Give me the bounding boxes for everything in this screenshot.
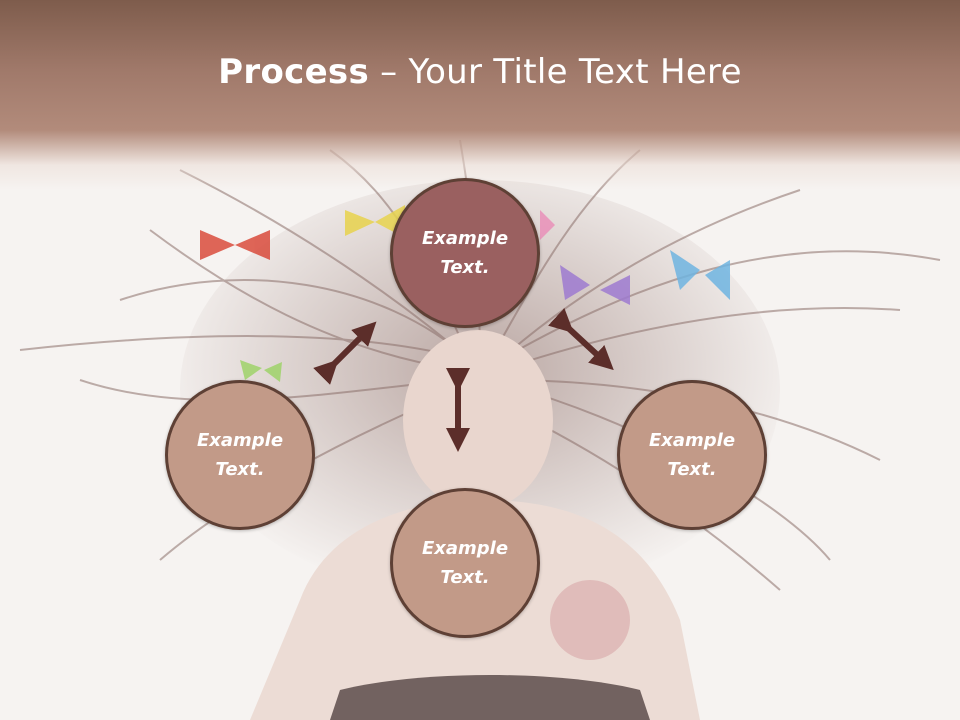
process-node-bottom-label: Example Text. [421, 538, 509, 588]
title-rest: – Your Title Text Here [369, 52, 742, 92]
process-node-left[interactable]: Example Text. [165, 380, 315, 530]
title-bold: Process [218, 52, 370, 92]
process-node-right-label: Example Text. [648, 430, 736, 480]
process-node-left-label: Example Text. [196, 430, 284, 480]
slide-title[interactable]: Process – Your Title Text Here [0, 52, 960, 92]
process-node-right[interactable]: Example Text. [617, 380, 767, 530]
process-node-top-label: Example Text. [421, 228, 509, 278]
process-node-top[interactable]: Example Text. [390, 178, 540, 328]
process-node-bottom[interactable]: Example Text. [390, 488, 540, 638]
header-band [0, 0, 960, 190]
